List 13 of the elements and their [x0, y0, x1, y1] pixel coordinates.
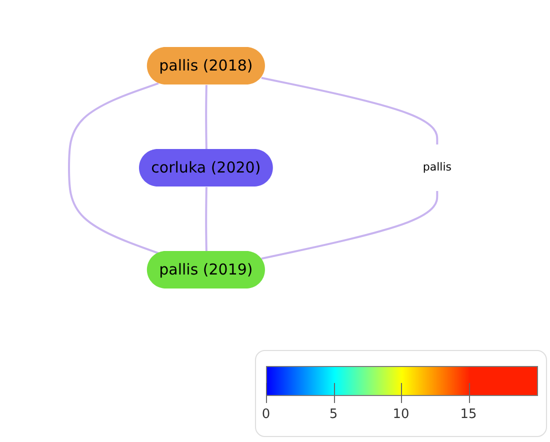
legend-label: 15: [460, 407, 477, 422]
legend-label: 0: [262, 407, 270, 422]
connector: [261, 190, 438, 260]
connector: [261, 76, 438, 144]
legend-label: 10: [392, 407, 410, 422]
node-text: pallis: [422, 160, 452, 174]
node-box: pallis (2018): [146, 46, 265, 84]
node-box: corluka (2020): [138, 148, 273, 186]
connector: [204, 186, 208, 252]
legend-label: 5: [329, 407, 338, 422]
connector: [68, 82, 159, 254]
node-box: pallis (2019): [146, 250, 265, 288]
connector: [204, 84, 208, 150]
